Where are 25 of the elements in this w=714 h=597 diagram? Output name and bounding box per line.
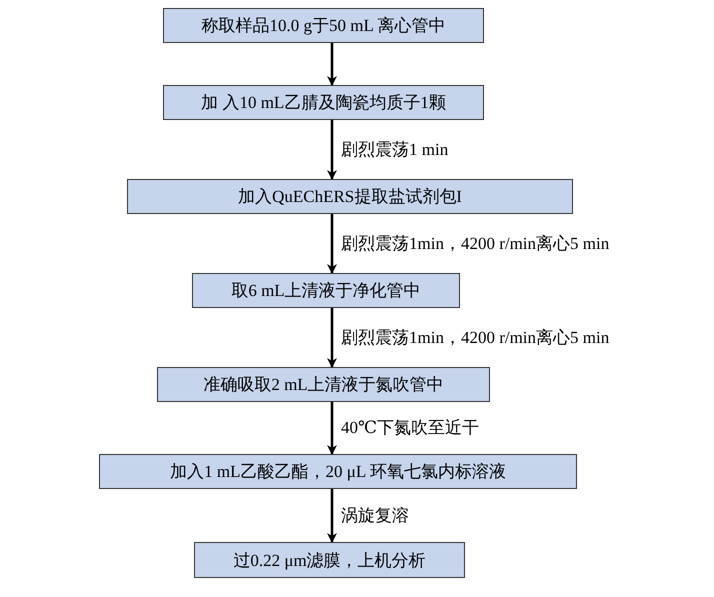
arrow (327, 489, 337, 543)
process-box (163, 8, 484, 43)
step-text: 取6 mL上清液于净化管中 (231, 280, 421, 302)
step-text: 加入QuEChERS提取盐试剂包I (238, 186, 462, 208)
step-text: 准确吸取2 mL上清液于氮吹管中 (203, 374, 444, 396)
step-text: 称取样品10.0 g于50 mL 离心管中 (202, 15, 446, 37)
step-text: 过0.22 μm滤膜，上机分析 (233, 550, 426, 572)
arrow (327, 120, 337, 180)
process-box (127, 179, 573, 214)
edge-label: 40℃下氮吹至近干 (341, 418, 480, 438)
arrow (327, 43, 337, 86)
arrow (327, 402, 337, 455)
edge-label: 剧烈震荡1 min (341, 140, 448, 160)
edge-label: 剧烈震荡1min，4200 r/min离心5 min (341, 234, 610, 254)
step-text: 加 入10 mL乙腈及陶瓷均质子1颗 (201, 92, 446, 114)
arrow (327, 308, 337, 368)
process-box (99, 454, 577, 489)
edge-label: 涡旋复溶 (341, 506, 409, 526)
process-box (157, 367, 490, 402)
edge-label: 剧烈震荡1min，4200 r/min离心5 min (341, 328, 610, 348)
process-box (194, 542, 465, 578)
process-box (163, 85, 484, 120)
process-box (192, 273, 460, 308)
arrow (327, 214, 337, 274)
step-text: 加入1 mL乙酸乙酯，20 μL 环氧七氯内标溶液 (170, 461, 506, 483)
